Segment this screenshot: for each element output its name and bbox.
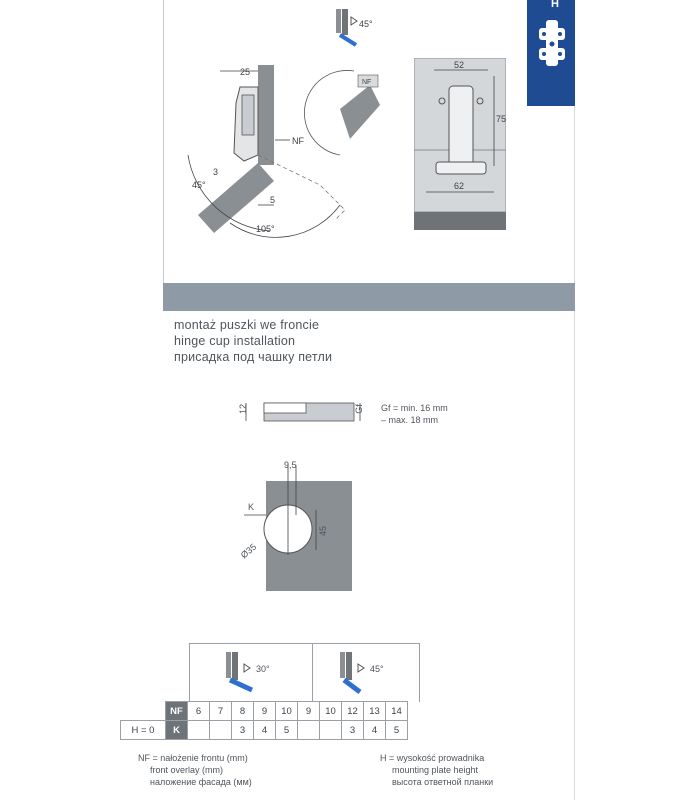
heading-pl: montaż puszki we froncie — [174, 318, 320, 332]
k-cell — [209, 720, 232, 740]
dim-12: 12 — [238, 403, 249, 415]
nf-cell: 13 — [363, 701, 386, 721]
k-cell: 4 — [253, 720, 276, 740]
dim-5: 5 — [270, 195, 275, 205]
k-cell: 5 — [385, 720, 408, 740]
k-cell: 3 — [231, 720, 254, 740]
overlay-table: NF 6 7 8 9 10 9 10 12 13 14 H = 0 K 3 4 … — [120, 701, 408, 740]
drilling-drawing — [244, 465, 352, 591]
dim-52: 52 — [454, 60, 464, 70]
left-rule — [163, 0, 164, 283]
legend-h-pl: H = wysokość prowadnika — [380, 753, 485, 763]
k-cell: 3 — [341, 720, 364, 740]
k-cell: 5 — [275, 720, 298, 740]
gf-note-min: Gf = min. 16 mm — [381, 403, 448, 413]
hinge-45-icon — [340, 652, 365, 694]
dim-25: 25 — [240, 67, 250, 77]
angle-45: 45° — [192, 180, 206, 190]
hinge-tab-icon — [539, 20, 565, 66]
angle-105: 105° — [256, 224, 275, 234]
row-label: H = 0 — [120, 720, 166, 740]
dim-9-5: 9,5 — [284, 460, 297, 470]
table-angle-45: 45° — [370, 664, 384, 674]
nf-cell: 6 — [187, 701, 210, 721]
k-header: K — [165, 720, 188, 740]
nf-cell: 9 — [297, 701, 320, 721]
nf-cell: 8 — [231, 701, 254, 721]
nf-cell: 9 — [253, 701, 276, 721]
heading-ru: присадка под чашку петли — [174, 350, 333, 364]
table-row: NF 6 7 8 9 10 9 10 12 13 14 — [121, 701, 408, 721]
legend-left: NF = nałożenie frontu (mm) front overlay… — [138, 752, 252, 788]
table-row: H = 0 K 3 4 5 3 4 5 — [120, 720, 408, 740]
nf-cell: 14 — [385, 701, 408, 721]
nf-cell: 10 — [275, 701, 298, 721]
heading-en: hinge cup installation — [174, 334, 296, 348]
hinge-side-drawing: 45° 25 NF 3 45° 5 105° NF — [187, 9, 380, 238]
section-tab-letter: H — [551, 0, 559, 10]
table-icon-cell-30 — [189, 643, 313, 702]
legend-right: H = wysokość prowadnika mounting plate h… — [380, 752, 493, 788]
gf-label: Gf — [353, 404, 364, 414]
right-rule — [574, 0, 575, 800]
detail-nf-label: NF — [362, 79, 371, 86]
legend-h-ru: высота ответной планки — [392, 777, 494, 787]
k-cell — [187, 720, 210, 740]
dim-75: 75 — [496, 114, 506, 124]
k-label: K — [248, 502, 255, 512]
table-icon-cell-45 — [311, 643, 420, 702]
legend-nf-ru: наложение фасада (мм) — [150, 777, 252, 787]
legend-nf-pl: NF = nałożenie frontu (mm) — [138, 753, 248, 763]
nf-header: NF — [165, 701, 188, 721]
gf-note-max: – max. 18 mm — [381, 415, 439, 425]
table-angle-30: 30° — [256, 664, 270, 674]
nf-cell: 7 — [209, 701, 232, 721]
nf-cell: 12 — [341, 701, 364, 721]
top-angle-label: 45° — [359, 19, 373, 29]
dim-45: 45 — [318, 525, 329, 537]
cup-cross-section — [245, 402, 361, 422]
nf-cell: 10 — [319, 701, 342, 721]
hinge-30-icon — [226, 652, 254, 693]
section-band — [163, 283, 575, 311]
k-cell: 4 — [363, 720, 386, 740]
dim-62: 62 — [454, 181, 464, 191]
k-cell — [297, 720, 320, 740]
k-cell — [319, 720, 342, 740]
dim-3: 3 — [213, 167, 218, 177]
legend-nf-en: front overlay (mm) — [150, 765, 224, 775]
nf-label: NF — [292, 136, 304, 146]
mounting-plate-drawing: 52 75 62 — [414, 58, 506, 230]
legend-h-en: mounting plate height — [392, 765, 479, 775]
